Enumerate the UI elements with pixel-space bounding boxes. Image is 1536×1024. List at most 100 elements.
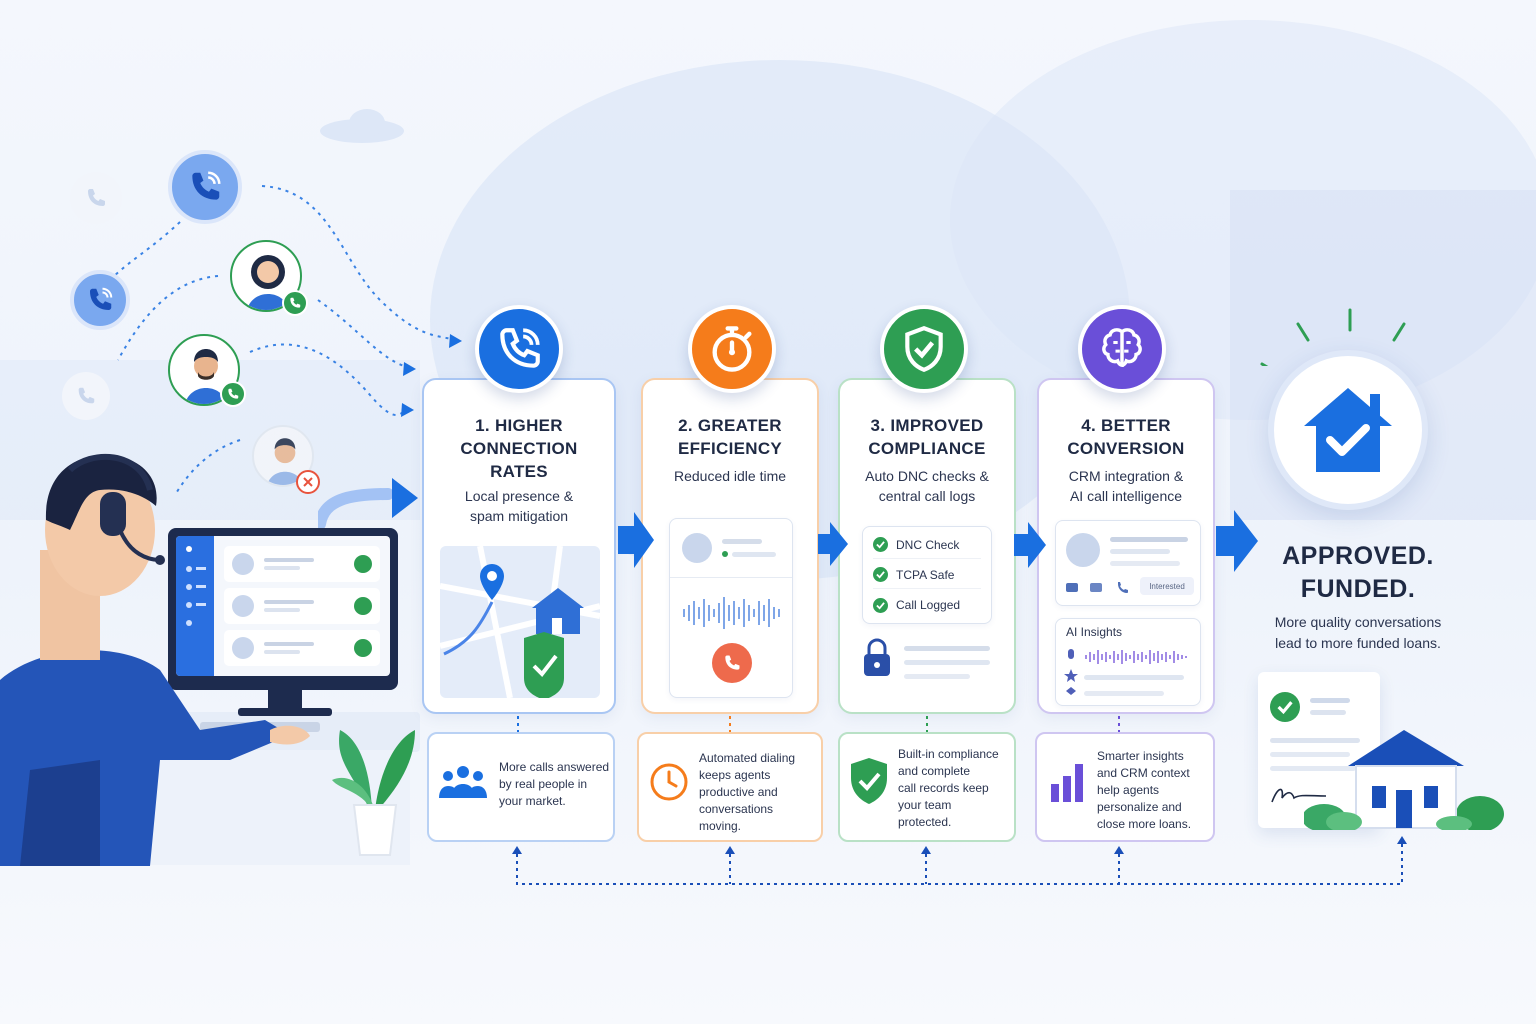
check-icon (876, 571, 885, 579)
call-button[interactable] (712, 643, 752, 683)
funded-house-illustration (1304, 730, 1504, 830)
stopwatch-icon (712, 326, 752, 372)
ai-insights-panel: AI Insights (1055, 618, 1201, 706)
incoming-call-bubble (70, 270, 130, 330)
step-subtitle: CRM integration & AI call intelligence (1068, 468, 1184, 504)
avatar (682, 533, 712, 563)
checklist-item: Call Logged (873, 591, 981, 619)
checklist-item: DNC Check (873, 531, 981, 559)
local-map-illustration (440, 546, 600, 698)
accepted-call-badge (282, 290, 308, 316)
benefit-text: Automated dialing keeps agents productiv… (699, 751, 796, 833)
shield-check-icon (524, 632, 564, 698)
phone-icon (228, 388, 239, 399)
phone-icon (88, 189, 105, 206)
screen-sidebar (176, 536, 214, 676)
shield-check-icon (905, 325, 943, 373)
lock-icon (864, 638, 890, 676)
monitor-screen (176, 536, 390, 676)
cloud-icon (320, 109, 404, 143)
caller-avatar-woman (230, 240, 302, 312)
signature-icon (1271, 788, 1327, 803)
dialer-panel (669, 518, 793, 698)
screen-call-row (224, 588, 380, 624)
faded-phone-bubble (62, 372, 110, 420)
step-icon-badge (880, 305, 968, 393)
phone-ringing-icon (90, 287, 113, 310)
benefit-text: Smarter insights and CRM context help ag… (1097, 749, 1192, 831)
flow-arrow-icon (818, 522, 848, 566)
outcome-subtitle: More quality conversations lead to more … (1274, 614, 1442, 651)
benefit-card-efficiency: Automated dialing keeps agents productiv… (637, 732, 823, 842)
bar-chart-icon (1051, 764, 1083, 802)
check-icon (876, 601, 885, 610)
step-title: 3. IMPROVED COMPLIANCE (868, 416, 986, 458)
people-group-icon (439, 766, 487, 798)
benefit-text: More calls answered by real people in yo… (499, 760, 610, 808)
incoming-call-bubble (168, 150, 242, 224)
brain-icon (1102, 328, 1142, 367)
microphone-icon (1068, 649, 1074, 659)
clock-icon (650, 763, 688, 801)
man-avatar-icon (266, 438, 304, 485)
compliance-checklist: DNC Check TCPA Safe Call Logged (862, 526, 992, 624)
step-title: 2. GREATER EFFICIENCY (677, 416, 783, 458)
screen-call-row (224, 630, 380, 666)
benefit-card-compliance: Built-in compliance and complete call re… (838, 732, 1016, 842)
flow-arrow-icon (618, 512, 654, 568)
monitor (168, 528, 398, 690)
step-card-conversion: 4. BETTER CONVERSION CRM integration & A… (1037, 378, 1215, 714)
benefit-card-conversion: Smarter insights and CRM context help ag… (1035, 732, 1215, 842)
step-title: 1. HIGHER CONNECTION RATES (460, 416, 578, 481)
monitor-base (238, 708, 332, 716)
step-card-efficiency: 2. GREATER EFFICIENCY Reduced idle time (641, 378, 819, 714)
ai-insights-label: AI Insights (1066, 625, 1123, 639)
step-card-compliance: 3. IMPROVED COMPLIANCE Auto DNC checks &… (838, 378, 1016, 714)
check-badge (1270, 692, 1300, 722)
step-title: 4. BETTER CONVERSION (1067, 416, 1185, 458)
man-avatar-icon (184, 349, 228, 404)
phone-ringing-icon (192, 171, 221, 200)
status-badge: Interested (1140, 577, 1194, 595)
check-icon (1277, 701, 1293, 715)
audio-waveform (1085, 650, 1187, 664)
house-check-icon (1304, 388, 1392, 472)
step-subtitle: Local presence & spam mitigation (464, 488, 574, 524)
approved-badge (1268, 350, 1428, 510)
step-card-connection-rates: 1. HIGHER CONNECTION RATES Local presenc… (422, 378, 616, 714)
map-pin-icon (480, 564, 504, 600)
contact-actions-icons (1066, 582, 1128, 593)
step-icon-badge (1078, 305, 1166, 393)
diamond-icon (1066, 687, 1076, 695)
benefit-card-connection: More calls answered by real people in yo… (427, 732, 615, 842)
phone-icon (78, 387, 95, 404)
call-agent-figure (0, 454, 310, 866)
crm-contact-panel: Interested (1055, 520, 1201, 606)
house-icon (532, 588, 584, 634)
sparkle-lines (1260, 308, 1406, 366)
star-icon (1064, 669, 1078, 682)
step-icon-badge (475, 305, 563, 393)
email-icon (1066, 583, 1078, 592)
insight-icons (1064, 649, 1078, 695)
phone-icon (725, 655, 740, 670)
shield-check-icon (851, 758, 887, 804)
benefit-text: Built-in compliance and complete call re… (898, 747, 999, 829)
declined-call-badge (296, 470, 320, 494)
outcome-title: APPROVED. FUNDED. (1282, 542, 1434, 603)
phone-icon (290, 297, 301, 308)
flow-arrow-icon (1014, 522, 1046, 568)
accepted-call-badge (220, 381, 246, 407)
step-subtitle: Reduced idle time (673, 468, 787, 484)
benefit-connectors (512, 716, 1407, 885)
close-icon (303, 477, 313, 487)
avatar (1066, 533, 1100, 567)
plant-icon (332, 730, 415, 856)
screen-call-row (224, 546, 380, 582)
check-icon (876, 541, 885, 549)
phone-icon (500, 328, 540, 368)
step-icon-badge (688, 305, 776, 393)
step-subtitle: Auto DNC checks & central call logs (865, 468, 989, 504)
faded-phone-bubble (70, 172, 122, 224)
audio-waveform (683, 597, 780, 629)
